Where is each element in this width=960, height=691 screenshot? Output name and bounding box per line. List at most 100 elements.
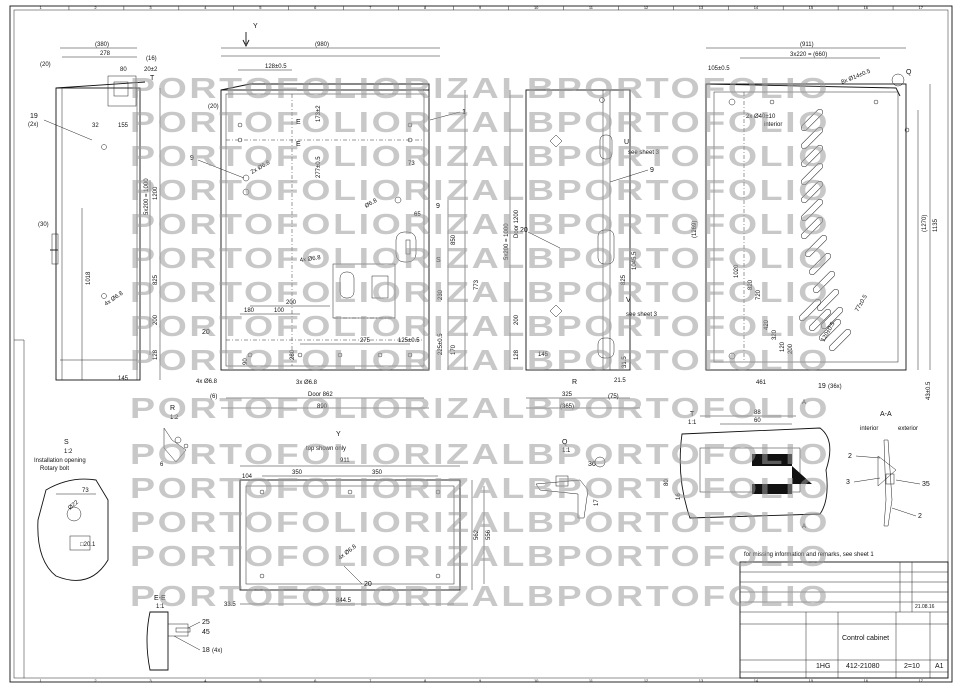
callout-front-9: 9 — [190, 155, 194, 162]
grid-column-label-bottom-9: 9 — [479, 678, 482, 683]
dim-rear-d6: interior — [764, 122, 782, 128]
dim-rear-h10: 200 — [788, 343, 794, 354]
dim-front-h3: 230 — [438, 289, 444, 300]
detail-r: R 1:2 6 — [160, 405, 189, 468]
dim-side-right-h5: 200 — [514, 314, 520, 325]
grid-column-label-bottom-10: 10 — [534, 678, 539, 683]
detail-s-label: S — [64, 439, 69, 446]
dim-front-d9: 4x Ø6.8 — [196, 379, 218, 385]
detail-e-label: E-E — [154, 595, 166, 602]
grid-column-label-bottom-13: 13 — [699, 678, 704, 683]
rear-ventilation-slot — [800, 180, 824, 204]
watermark-text: PORTOFOLIORIZALBPORTOFOLIO — [130, 73, 830, 105]
dim-top-d6: 33.5 — [224, 602, 236, 608]
label-top-sub: top shown only — [306, 446, 346, 452]
detail-s-title: Installation opening — [34, 458, 86, 464]
detail-s-d3: □20.1 — [80, 542, 96, 548]
rear-ventilation-slot — [816, 288, 840, 312]
watermark-text: PORTOFOLIORIZALBPORTOFOLIO — [130, 107, 830, 139]
rear-ventilation-slot — [818, 318, 842, 342]
grid-column-label-bottom-12: 12 — [644, 678, 649, 683]
rear-ventilation-slot — [800, 216, 824, 240]
section-a-a: A-A interior exterior 2 3 35 2 — [846, 411, 930, 527]
dim-front-d8: (6) — [210, 394, 217, 400]
dim-side-left-h4: 825 — [153, 274, 159, 285]
rear-ventilation-slot — [800, 162, 824, 186]
callout-rear-19: 19 — [818, 383, 826, 390]
dim-front-door: Door 862 — [308, 392, 333, 398]
dim-rear-h4: (1269) — [692, 221, 698, 238]
grid-column-label-top-16: 16 — [864, 5, 869, 10]
detail-q: Q 1:1 36 17 — [535, 439, 606, 519]
dim-top-d3: 350 — [372, 470, 383, 476]
dim-rear-h2: (1270) — [922, 215, 928, 232]
dim-top-d2: 350 — [292, 470, 303, 476]
dim-front-d4: 100 — [274, 308, 285, 314]
dim-front-h9: 277±0.5 — [316, 156, 322, 178]
grid-column-label-top-11: 11 — [589, 5, 594, 10]
grid-column-label-bottom-16: 16 — [864, 678, 869, 683]
watermark-text: PORTOFOLIORIZALBPORTOFOLIO — [130, 243, 830, 275]
grid-column-label-bottom-15: 15 — [809, 678, 814, 683]
watermark-text: PORTOFOLIORIZALBPORTOFOLIO — [130, 175, 830, 207]
rear-ventilation-slot — [800, 108, 824, 132]
callout-front-9b: 9 — [436, 203, 440, 210]
grid-column-label-bottom-1: 1 — [39, 678, 42, 683]
label-top-Y: Y — [336, 431, 341, 438]
dim-rear-d4: 8x Ø14±0.5 — [841, 68, 873, 85]
detail-q-d1: 17 — [594, 499, 600, 506]
dim-side-right-h2: Door 1200 — [514, 209, 520, 238]
dim-side-right-d3: 145 — [538, 352, 549, 358]
grid-column-label-bottom-11: 11 — [589, 678, 594, 683]
grid-column-label-bottom-5: 5 — [259, 678, 262, 683]
section-aa-callout-2b: 2 — [918, 513, 922, 520]
dim-side-right-h3: 1045.5 — [632, 251, 638, 270]
watermark-text: PORTOFOLIORIZALBPORTOFOLIO — [130, 439, 830, 471]
detail-t-d2: 60 — [754, 418, 761, 424]
grid-column-label-top-12: 12 — [644, 5, 649, 10]
callout-19: 19 — [30, 113, 38, 120]
rear-ventilation-slot — [804, 234, 828, 258]
dim-side-left-h6: 128 — [153, 349, 159, 360]
section-aa-callout-35: 35 — [922, 481, 930, 488]
callout-front-20: 20 — [202, 329, 210, 336]
dim-top-d4: 104 — [242, 474, 253, 480]
grid-column-label-bottom-2: 2 — [94, 678, 97, 683]
dim-side-left-7: 155 — [118, 123, 129, 129]
grid-column-label-top-13: 13 — [699, 5, 704, 10]
detail-t-d1: 88 — [754, 410, 761, 416]
dim-front-h8: 73 — [408, 161, 415, 167]
dim-top-d1: 911 — [340, 458, 350, 464]
rear-ventilation-slot — [808, 252, 832, 276]
grid-column-label-bottom-7: 7 — [369, 678, 372, 683]
grid-column-label-bottom-3: 3 — [149, 678, 152, 683]
grid-column-label-top-5: 5 — [259, 5, 262, 10]
detail-t-label: T — [690, 411, 695, 418]
rear-ventilation-slot — [800, 198, 824, 222]
watermark-text: PORTOFOLIORIZALBPORTOFOLIO — [130, 393, 830, 425]
dim-front-width-mid: 890 — [317, 404, 328, 410]
label-side-right-R: R — [572, 379, 577, 386]
dim-rear-d10: 43±0.5 — [926, 381, 932, 400]
title-block: 21.08.16 Control cabinet 1HG 412-21080 2… — [739, 561, 949, 679]
dim-side-left-1: (380) — [95, 42, 109, 48]
grid-column-label-top-3: 3 — [149, 5, 152, 10]
detail-e-e: E-E 1:1 25 45 18 (4x) — [146, 595, 222, 671]
dim-front-d11: 4x Ø6.8 — [299, 255, 321, 264]
rear-ventilation-slot — [798, 298, 822, 322]
grid-column-label-bottom-14: 14 — [754, 678, 759, 683]
grid-column-label-bottom-6: 6 — [314, 678, 317, 683]
dim-front-h6: 90 — [243, 358, 249, 365]
callout-top-20: 20 — [364, 581, 372, 588]
drawing-prefix: 1HG — [816, 663, 830, 670]
dim-side-right-d2: (365) — [560, 404, 574, 410]
top-view: Y top shown only 911 350 350 104 844.5 3… — [224, 431, 492, 608]
dim-side-left-h2: 5x200 = 1000 — [144, 178, 150, 215]
detail-s-d1: 73 — [82, 488, 89, 494]
dim-side-left-h5: 200 — [153, 314, 159, 325]
dim-rear-h3: 1020 — [734, 264, 740, 278]
dim-side-right-d4: (75) — [608, 394, 619, 400]
drawing-number: 412-21080 — [846, 663, 880, 670]
watermark-text: PORTOFOLIORIZALBPORTOFOLIO — [130, 581, 830, 613]
